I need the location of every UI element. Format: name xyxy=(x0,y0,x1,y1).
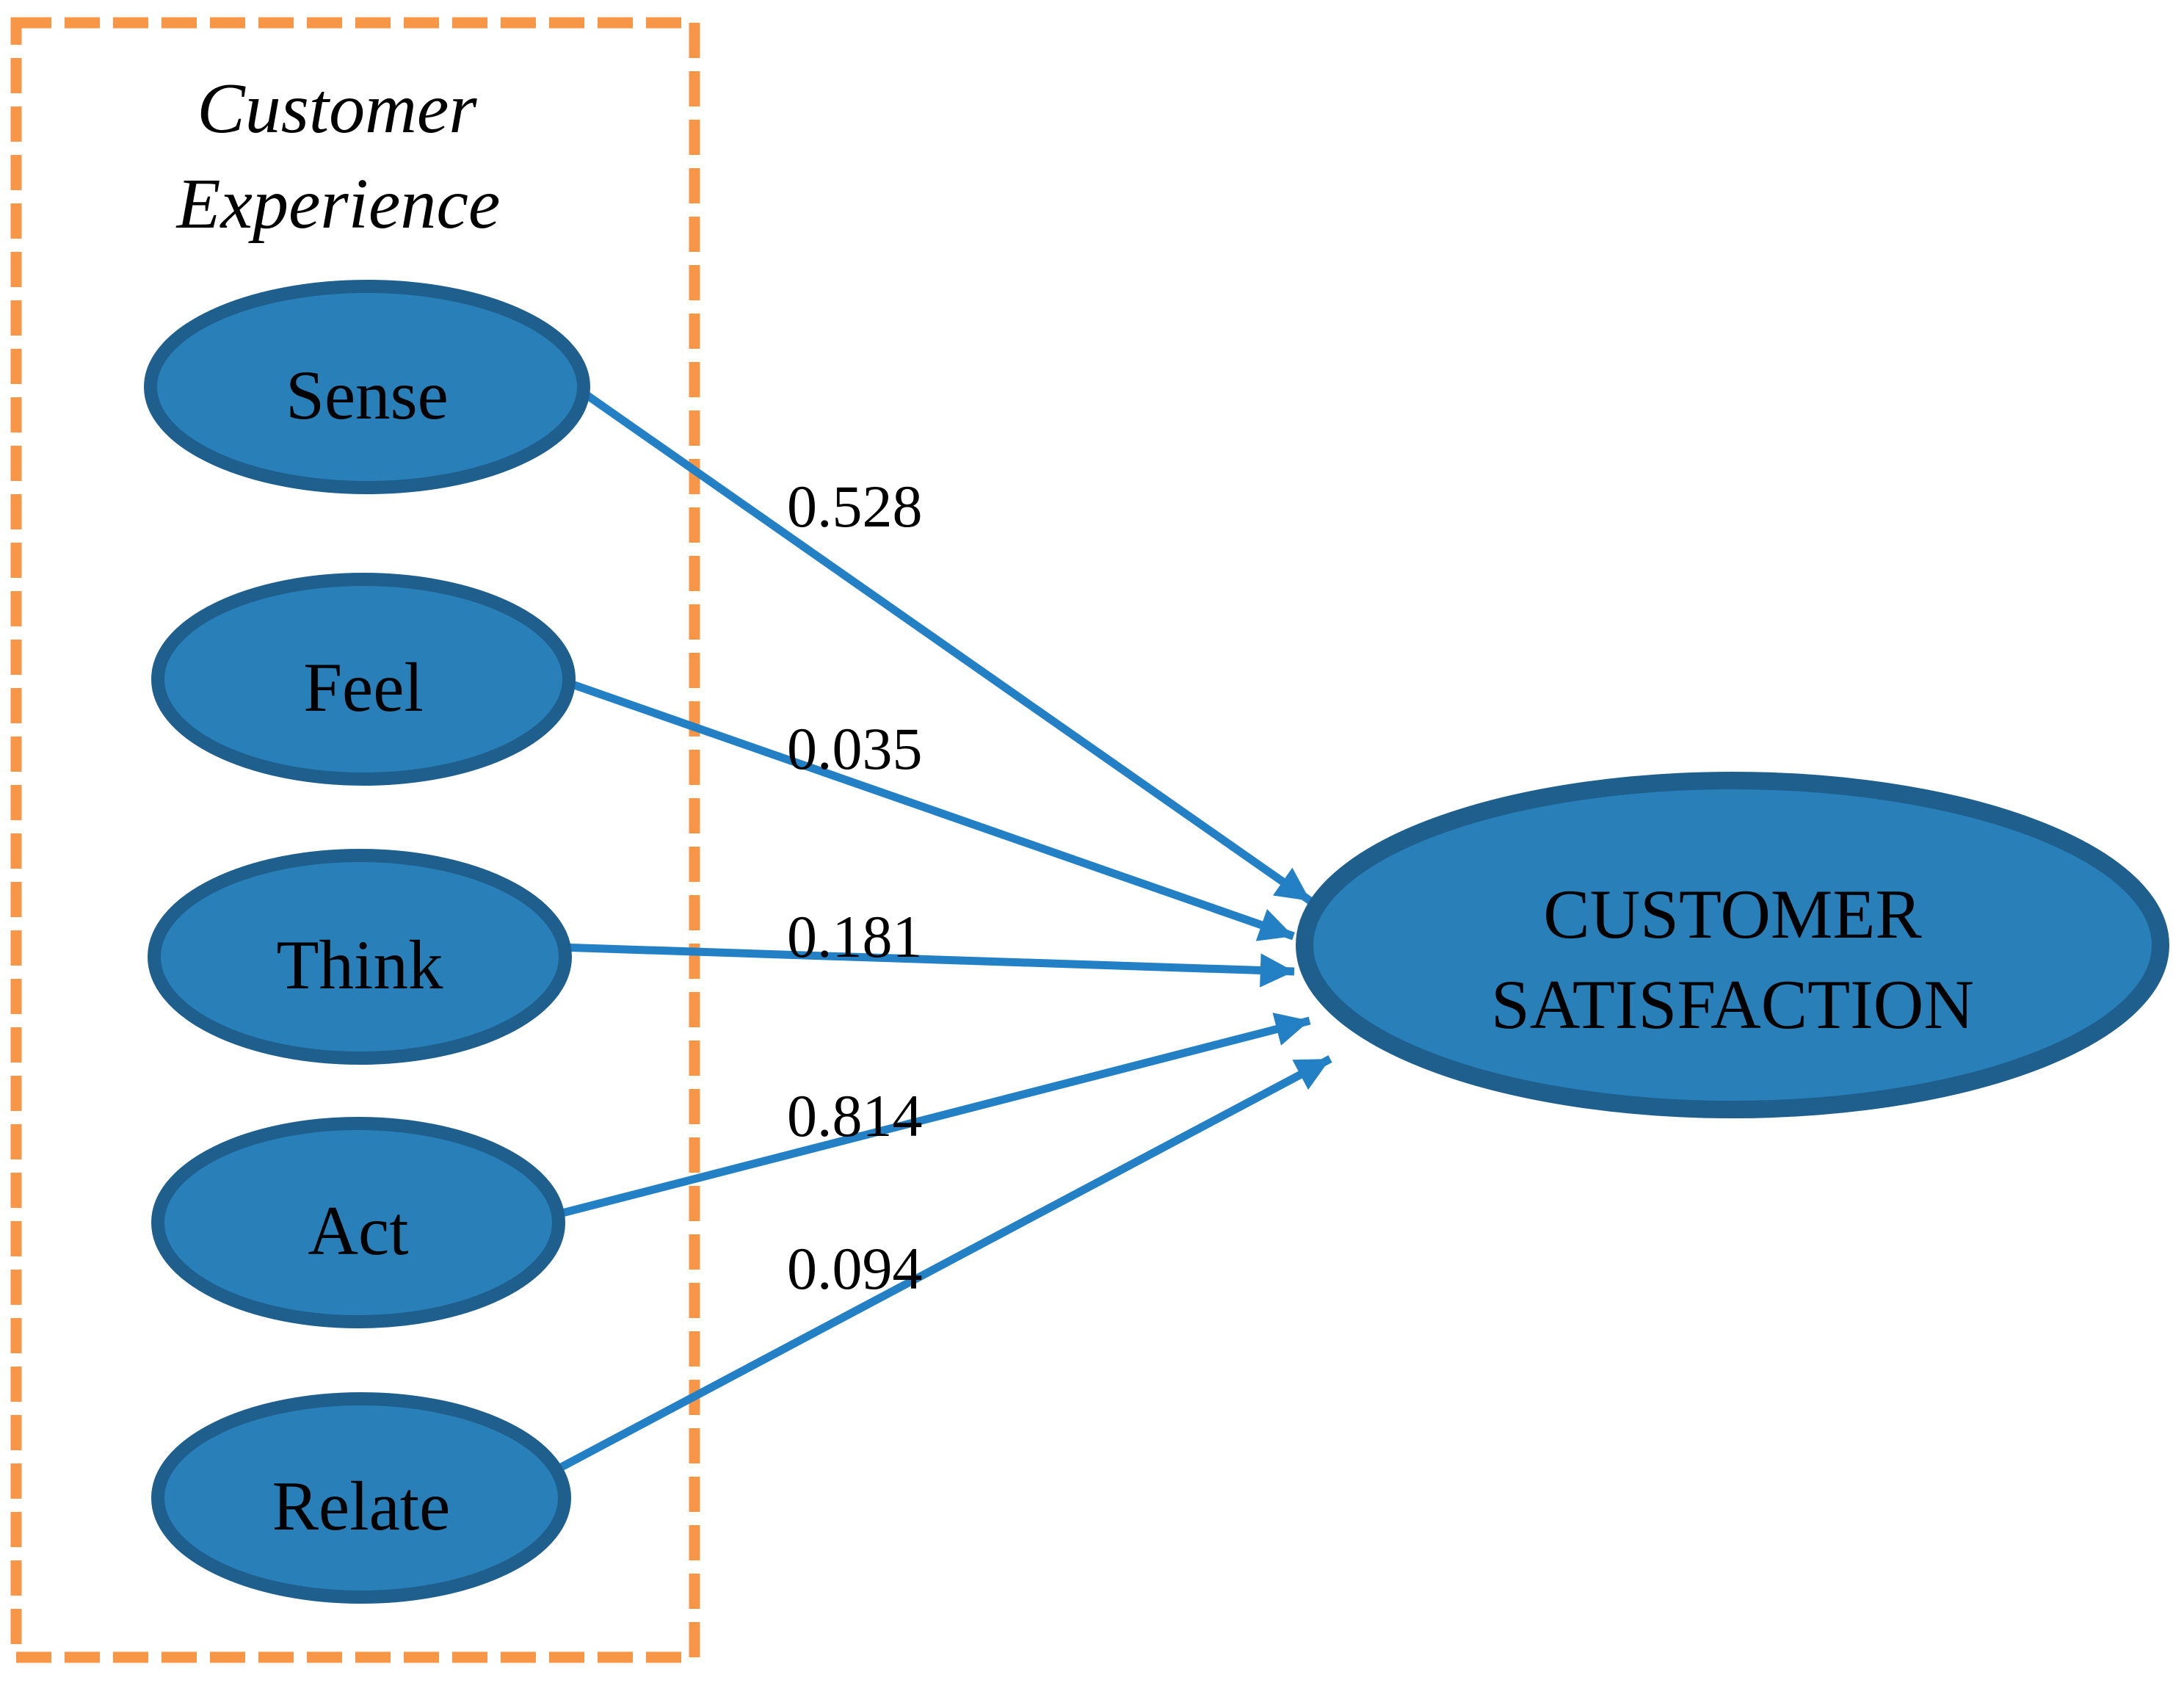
node-feel-label: Feel xyxy=(303,648,424,726)
arrow-act-to-satisfaction xyxy=(555,1013,1311,1219)
node-act-label: Act xyxy=(308,1192,408,1270)
node-act: Act xyxy=(151,1117,565,1328)
coefficient-feel: 0.035 xyxy=(787,715,923,782)
coefficient-sense: 0.528 xyxy=(787,473,923,540)
arrow-sense-to-satisfaction xyxy=(581,389,1313,905)
node-feel: Feel xyxy=(151,573,576,786)
node-relate: Relate xyxy=(151,1392,571,1604)
node-sense-label: Sense xyxy=(286,356,449,434)
arrow-think-to-satisfaction xyxy=(559,943,1295,988)
group-title-line1: Customer xyxy=(197,69,477,148)
node-think-ellipse xyxy=(148,849,572,1065)
node-act-ellipse xyxy=(151,1117,565,1328)
coefficient-think: 0.181 xyxy=(787,903,923,970)
node-customer-satisfaction: CUSTOMER SATISFACTION xyxy=(1296,772,2169,1118)
node-feel-ellipse xyxy=(151,573,576,786)
node-relate-ellipse xyxy=(151,1392,571,1604)
node-customer-satisfaction-label-line1: CUSTOMER xyxy=(1543,875,1922,953)
coefficient-relate: 0.094 xyxy=(787,1235,923,1302)
customer-experience-group-box xyxy=(10,17,700,1663)
node-customer-satisfaction-ellipse xyxy=(1296,772,2169,1118)
arrow-relate-to-satisfaction xyxy=(554,1055,1332,1474)
node-think-label: Think xyxy=(277,926,443,1004)
arrow-feel-to-satisfaction xyxy=(562,677,1295,941)
node-relate-label: Relate xyxy=(272,1467,451,1545)
coefficient-act: 0.814 xyxy=(787,1082,923,1149)
node-sense: Sense xyxy=(144,280,590,494)
group-title-line2: Experience xyxy=(175,164,501,244)
node-customer-satisfaction-label-line2: SATISFACTION xyxy=(1491,966,1974,1043)
node-think: Think xyxy=(148,849,572,1065)
node-sense-ellipse xyxy=(144,280,590,494)
